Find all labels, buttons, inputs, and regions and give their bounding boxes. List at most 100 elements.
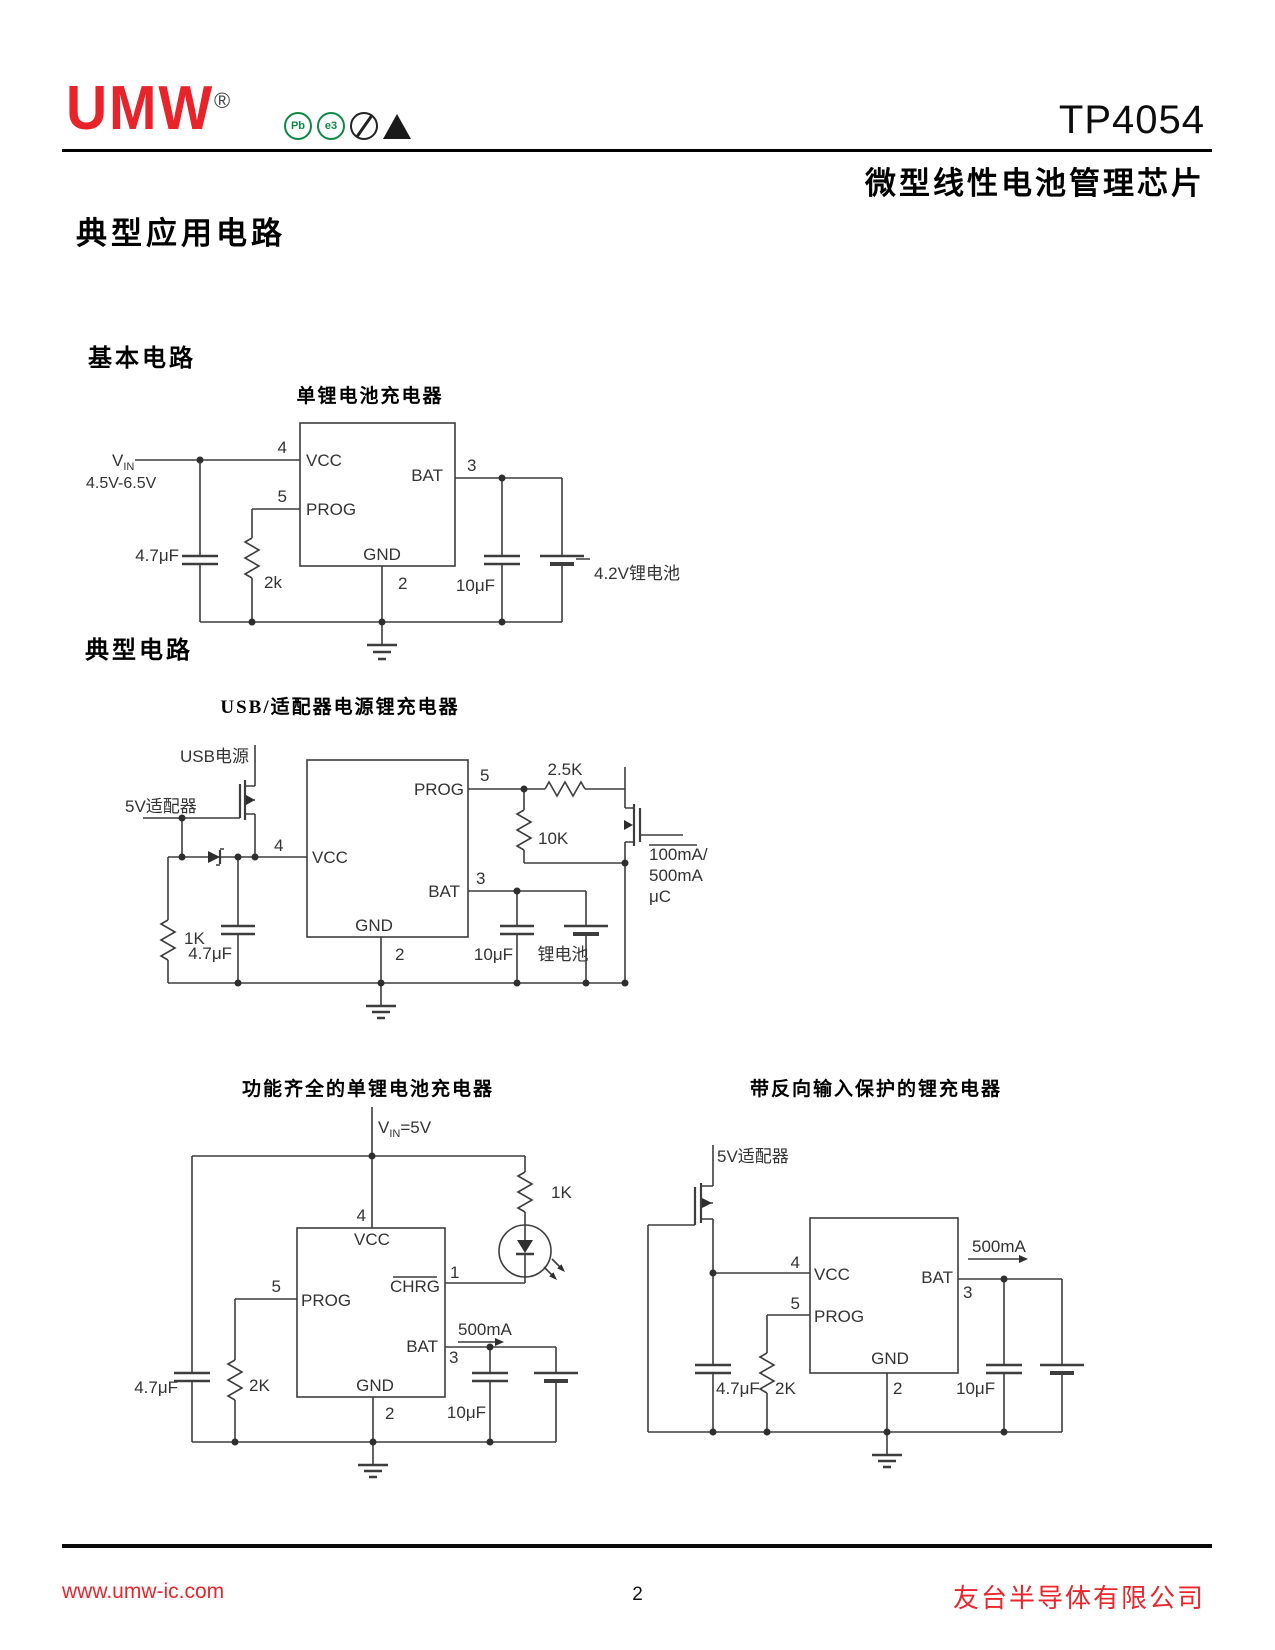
vcc-pin-label: VCC — [306, 451, 342, 470]
capacitor-input — [695, 1363, 731, 1375]
pin4-label: 4 — [278, 438, 287, 457]
footer-rule — [62, 1544, 1212, 1548]
vin-label: VIN — [112, 451, 134, 473]
capacitor-output — [484, 554, 520, 566]
uc-label: μC — [649, 887, 671, 906]
pin1-label: 1 — [450, 1263, 459, 1282]
ic-box — [306, 759, 469, 938]
prog-pin-label: PROG — [301, 1291, 351, 1310]
resistor-prog — [226, 1359, 244, 1401]
vcc-pin-label: VCC — [354, 1230, 390, 1249]
capacitor-input — [182, 554, 218, 566]
pin2-label: 2 — [385, 1404, 394, 1423]
circuit1-diagram: 单锂电池充电器 VIN 4.5V-6.5V 4 VCC 5 PROG BAT 3… — [86, 384, 680, 661]
current-arrow-icon — [1019, 1255, 1028, 1263]
junction-dots — [178, 785, 629, 987]
r-prog-value: 10K — [538, 829, 569, 848]
r-pulldown-value: 1K — [184, 929, 205, 948]
battery-symbol — [564, 924, 608, 936]
gnd-pin-label: GND — [363, 545, 401, 564]
gnd-pin-label: GND — [871, 1349, 909, 1368]
circuit2-title: USB/适配器电源锂充电器 — [220, 695, 459, 718]
cin-value: 4.7μF — [135, 546, 179, 565]
capacitor-output — [472, 1371, 508, 1383]
section-title: 典型应用电路 — [76, 216, 286, 251]
battery-symbol — [534, 1371, 578, 1383]
gnd-pin-label: GND — [355, 916, 393, 935]
footer-website[interactable]: www.umw-ic.com — [62, 1580, 225, 1603]
pin5-label: 5 — [272, 1277, 281, 1296]
prog-pin-label: PROG — [306, 500, 356, 519]
pin3-label: 3 — [476, 869, 485, 888]
ground-icon — [366, 1004, 396, 1020]
e3-rohs-icon: e3 — [317, 112, 345, 140]
lead-free-icon: Pb — [284, 112, 312, 140]
pmos-transistor — [238, 780, 255, 820]
pin4-label: 4 — [791, 1253, 800, 1272]
pin5-label: 5 — [278, 487, 287, 506]
current-label: 500mA — [458, 1320, 513, 1339]
basic-circuit-label: 基本电路 — [88, 346, 196, 372]
wires — [135, 459, 590, 645]
part-number: TP4054 — [1058, 98, 1205, 142]
capacitor-output — [500, 924, 534, 936]
rprog-value: 2k — [264, 573, 282, 592]
cout-value: 10μF — [474, 945, 513, 964]
nmos-transistor — [624, 804, 642, 846]
r-led-value: 1K — [551, 1183, 572, 1202]
capacitor-input — [174, 1371, 210, 1383]
bat-pin-label: BAT — [406, 1337, 438, 1356]
umw-logo: UMW — [66, 74, 215, 143]
ground-icon — [358, 1463, 388, 1479]
pin4-label: 4 — [357, 1206, 366, 1225]
pin5-label: 5 — [480, 766, 489, 785]
current-arrow-icon — [495, 1338, 504, 1346]
header-rule — [62, 149, 1212, 152]
vcc-pin-label: VCC — [312, 848, 348, 867]
pin5-label: 5 — [791, 1294, 800, 1313]
page-number: 2 — [632, 1584, 643, 1605]
pin2-label: 2 — [398, 574, 407, 593]
usb-power-label: USB电源 — [180, 747, 249, 766]
mosfet-arrow-icon — [624, 820, 633, 830]
schottky-diode — [208, 848, 224, 866]
ground-icon — [367, 643, 397, 661]
halogen-free-icon — [350, 112, 378, 140]
resistor-series — [544, 780, 586, 798]
cin-value: 4.7μF — [134, 1378, 178, 1397]
resistor-prog — [758, 1352, 776, 1394]
cin-value: 4.7μF — [188, 944, 232, 963]
prog-pin-label: PROG — [814, 1307, 864, 1326]
resistor-prog — [243, 537, 261, 579]
battery-symbol — [1040, 1363, 1084, 1375]
bat-pin-label: BAT — [428, 882, 460, 901]
vcc-pin-label: VCC — [814, 1265, 850, 1284]
typical-circuit-label: 典型电路 — [85, 638, 193, 664]
junction-dots — [709, 1269, 1008, 1436]
junction-dots — [196, 456, 506, 626]
pin3-label: 3 — [449, 1348, 458, 1367]
pin3-label: 3 — [963, 1283, 972, 1302]
pin3-label: 3 — [467, 456, 476, 475]
ic-box — [299, 422, 456, 567]
chrg-pin-label: CHRG — [390, 1277, 440, 1296]
pin2-label: 2 — [395, 945, 404, 964]
wires — [143, 745, 683, 1006]
cin-value: 4.7μF — [716, 1379, 760, 1398]
circuit4-diagram: 带反向输入保护的锂充电器 5V适配器 4 VCC 5 PRO — [647, 1077, 1084, 1469]
r-series-value: 2.5K — [548, 760, 584, 779]
uc-signal-label: 100mA/ — [649, 845, 708, 864]
esd-warning-icon — [383, 113, 411, 139]
resistor-led — [516, 1171, 534, 1213]
capacitor-input — [221, 924, 255, 936]
compliance-badges: Pb e3 — [284, 112, 411, 140]
circuit2-diagram: USB/适配器电源锂充电器 — [125, 695, 708, 1020]
bat-pin-label: BAT — [921, 1268, 953, 1287]
prog-pin-label: PROG — [414, 780, 464, 799]
battery-label: 锂电池 — [538, 945, 589, 964]
ic-box — [296, 1227, 446, 1398]
mosfet-arrow-icon — [702, 1198, 712, 1208]
ground-icon — [872, 1453, 902, 1469]
registered-trademark-icon: ® — [214, 88, 231, 113]
